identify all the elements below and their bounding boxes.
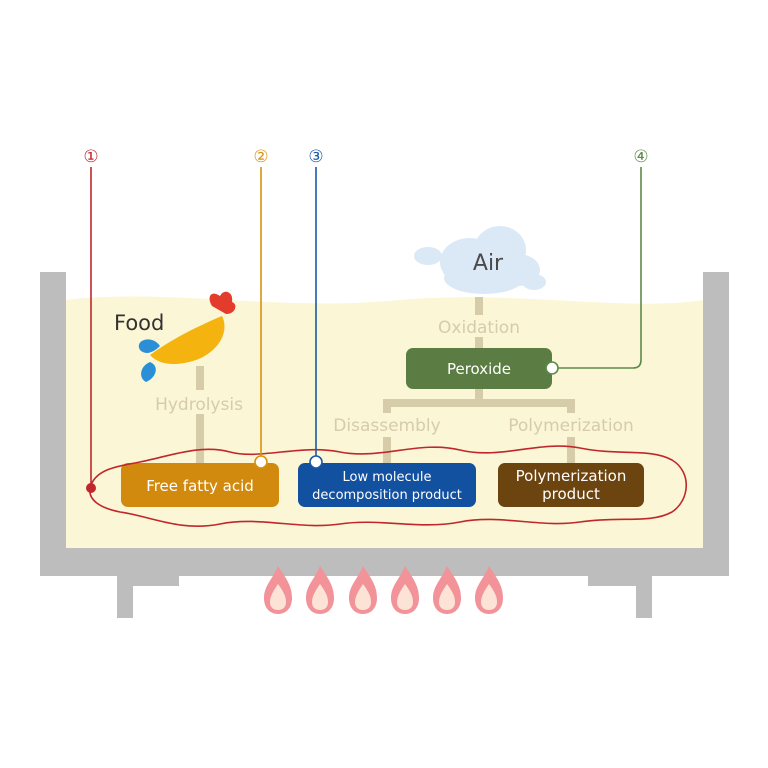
marker-4: ④	[545, 147, 649, 375]
low-molecule-box-label-line2: decomposition product	[312, 488, 462, 503]
flame-icon	[349, 566, 377, 614]
hydrolysis-label: Hydrolysis	[155, 395, 243, 415]
marker-2-number: ②	[253, 147, 268, 167]
burner-flames	[264, 566, 503, 614]
reaction-connectors	[196, 297, 575, 463]
food-label: Food	[114, 311, 164, 335]
polymerization-product-box-label-line2: product	[542, 485, 600, 503]
marker-1-number: ①	[83, 147, 98, 167]
marker-1: ①	[83, 147, 99, 493]
flame-icon	[475, 566, 503, 614]
marker-2: ②	[253, 147, 269, 469]
flame-icon	[433, 566, 461, 614]
cloud-icon	[414, 226, 546, 294]
fried-shrimp-icon	[138, 291, 236, 382]
flame-icon	[306, 566, 334, 614]
peroxide-box: Peroxide	[406, 348, 552, 389]
polymerization-product-box: Polymerization product	[498, 463, 644, 507]
flame-icon	[391, 566, 419, 614]
fryer-pot	[40, 272, 729, 618]
peroxide-box-label: Peroxide	[447, 360, 511, 378]
wavy-boundary	[89, 445, 687, 527]
polymerization-label: Polymerization	[508, 416, 633, 436]
polymerization-product-box-label-line1: Polymerization	[516, 467, 627, 485]
marker-4-number: ④	[633, 147, 648, 167]
disassembly-label: Disassembly	[333, 416, 440, 436]
low-molecule-box: Low molecule decomposition product	[298, 463, 476, 507]
free-fatty-acid-box: Free fatty acid	[121, 463, 279, 507]
low-molecule-box-label-line1: Low molecule	[343, 470, 432, 485]
free-fatty-acid-box-label: Free fatty acid	[146, 477, 254, 495]
air-label: Air	[473, 251, 504, 276]
marker-3: ③	[308, 147, 324, 469]
oxidation-label: Oxidation	[438, 318, 520, 338]
flame-icon	[264, 566, 292, 614]
marker-3-number: ③	[308, 147, 323, 167]
